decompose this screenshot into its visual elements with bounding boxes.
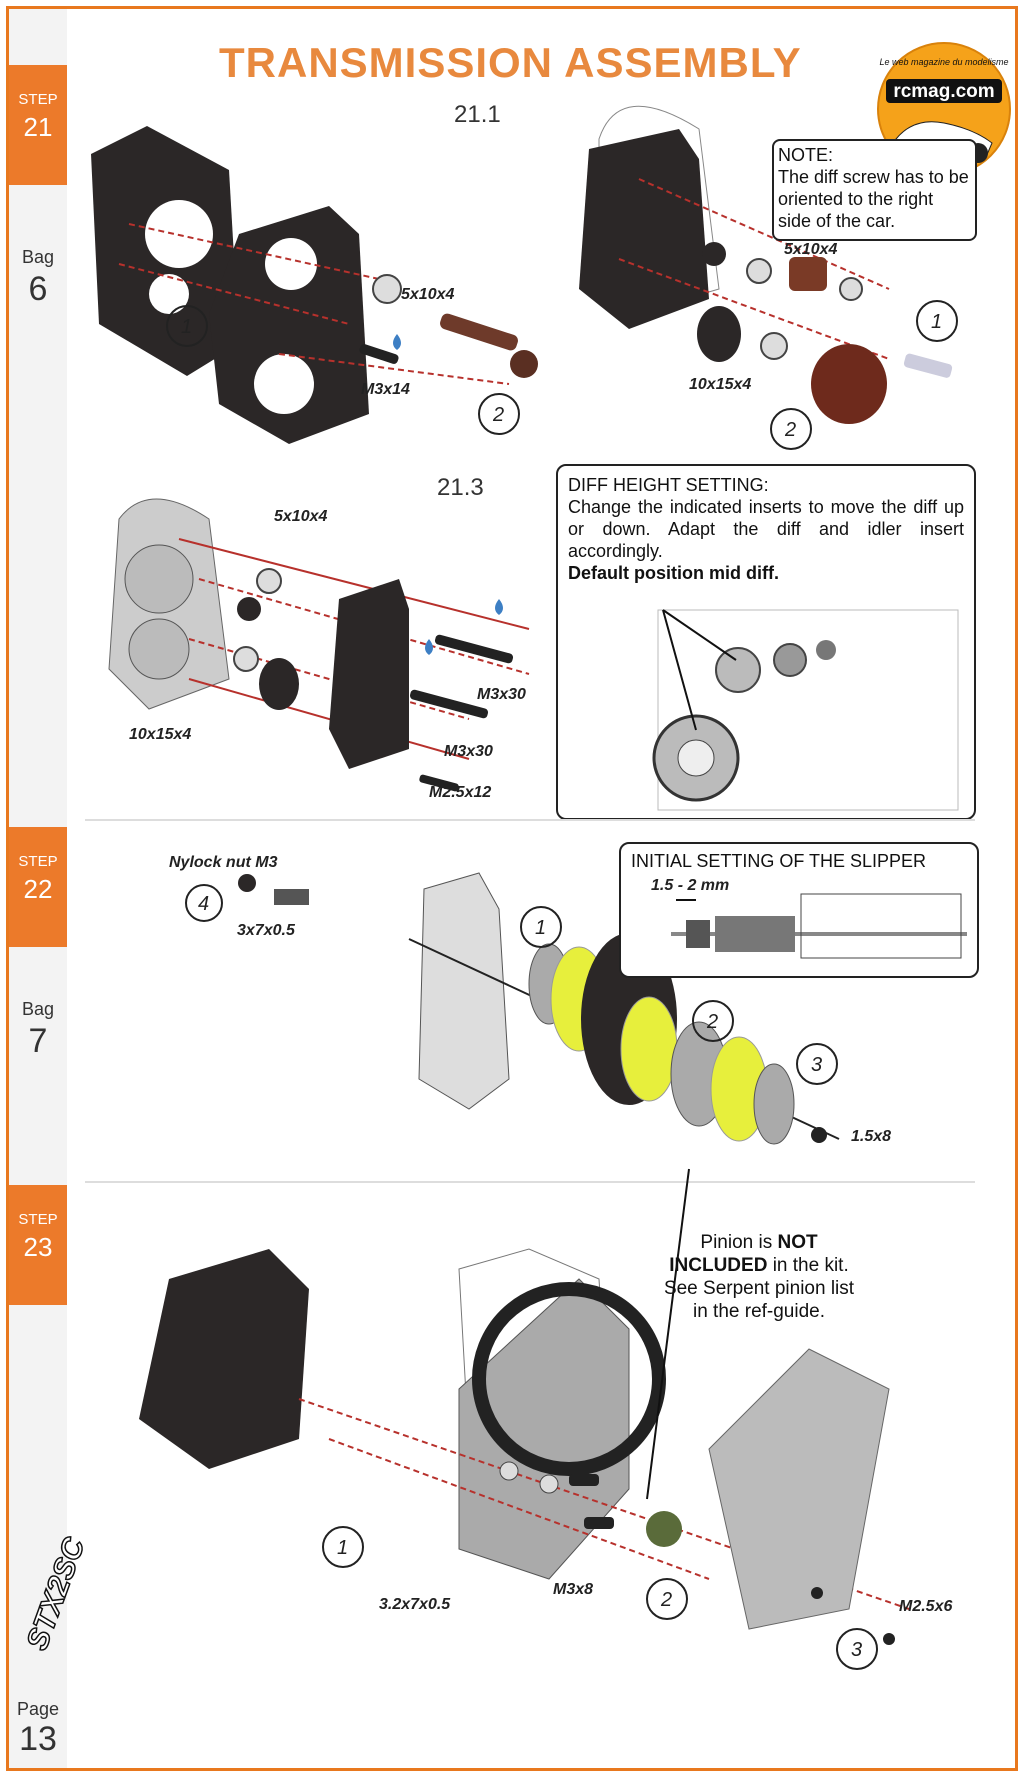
- slipper-pad: [620, 996, 678, 1102]
- bag-7-label: Bag 7: [9, 999, 67, 1061]
- nut-label: Nylock nut M3: [169, 854, 278, 871]
- screw-label-2: M3x30: [444, 743, 493, 760]
- screw-label-3: M2.5x12: [429, 784, 491, 801]
- divider: [85, 819, 975, 821]
- diagram-22: Nylock nut M3 3x7x0.5 4 1 2 3 1.5x8: [169, 854, 891, 1145]
- diff-screw: [903, 353, 953, 378]
- bearing-label: 5x10x4: [274, 508, 327, 525]
- pinion-note-post: in the kit. See Serpent pinion list in t…: [663, 1255, 855, 1322]
- callout-1: 1: [337, 1537, 348, 1559]
- brand-text: STX2SC: [21, 1532, 92, 1654]
- page-label: Page: [16, 1699, 60, 1719]
- manual-page: STEP 21 Bag 6 STEP 22 Bag 7 STEP 23 STX2…: [6, 6, 1018, 1771]
- step-label: STEP: [18, 1211, 58, 1228]
- screw-label: 1.5x8: [851, 1128, 891, 1145]
- bag-6-label: Bag 6: [9, 247, 67, 309]
- note-box: NOTE: The diff screw has to be oriented …: [772, 139, 977, 241]
- diff-height-diagram: [652, 609, 959, 811]
- screw-label: M3x8: [553, 1581, 593, 1598]
- pinion-gear: [510, 350, 538, 378]
- bearing-label: 5x10x4: [401, 286, 454, 303]
- diagram-23: 1 2 3 3.2x7x0.5 M3x8 M2.5x6: [139, 1168, 952, 1670]
- screw-label-2: M2.5x6: [899, 1598, 952, 1615]
- gearbox-case: [209, 206, 369, 444]
- oil-drop-icon: [425, 639, 433, 655]
- pinion-note-bold: NOT INCLUDED: [669, 1232, 818, 1276]
- gearbox-case-half: [329, 579, 409, 769]
- substep-21-1: 21.1: [454, 101, 501, 128]
- step-label: STEP: [18, 853, 58, 870]
- callout-3: 3: [811, 1054, 822, 1076]
- bearing-label-2: 10x15x4: [689, 376, 751, 393]
- motor: [139, 1249, 309, 1469]
- callout-1: 1: [181, 316, 192, 338]
- spring: [274, 889, 309, 905]
- slipper-title: INITIAL SETTING OF THE SLIPPER: [631, 851, 927, 871]
- page-num: 13: [19, 1720, 57, 1758]
- washer-label: 3.2x7x0.5: [379, 1596, 451, 1613]
- callout-1: 1: [535, 917, 546, 939]
- bag-label: Bag: [21, 247, 55, 267]
- divider: [85, 1181, 975, 1183]
- bag-number: 7: [28, 1022, 48, 1060]
- diff-default: Default position mid diff.: [568, 563, 779, 583]
- step-23-badge: STEP 23: [9, 1185, 67, 1305]
- diagram-21-2: 5x10x4 10x15x4 1 2: [579, 105, 958, 450]
- diff-heading: DIFF HEIGHT SETTING:: [568, 475, 769, 495]
- idler-gear: [789, 257, 827, 291]
- diagram-21-1: 5x10x4 M3x14 1 2: [91, 126, 538, 444]
- bearing: [372, 274, 402, 304]
- motor-plate: [418, 872, 510, 1110]
- logo-text: rcmag.com: [893, 81, 994, 102]
- step-22-badge: STEP 22: [9, 827, 67, 947]
- diagram-21-3: 5x10x4 10x15x4 M3x30 M3x30 M2.5x12: [108, 498, 530, 801]
- gearbox-case: [579, 129, 709, 329]
- step-21-badge: STEP 21: [9, 65, 67, 185]
- gap-label: 1.5 - 2 mm: [651, 877, 729, 894]
- step-number: 22: [23, 874, 53, 904]
- callout-4: 4: [198, 893, 209, 915]
- pinion-note: Pinion is NOT INCLUDED in the kit. See S…: [659, 1231, 859, 1323]
- logo-tagline: Le web magazine du modelisme: [879, 57, 1008, 67]
- step-label: STEP: [18, 91, 58, 108]
- page-number: Page 13: [9, 1699, 67, 1759]
- callout-2: 2: [784, 419, 796, 441]
- gear-cover: [708, 1348, 890, 1630]
- pinion-note-pre: Pinion is: [700, 1232, 778, 1253]
- pinion-gear: [646, 1511, 682, 1547]
- screw-label-1: M3x30: [477, 686, 526, 703]
- shaft: [440, 313, 518, 351]
- page-title: TRANSMISSION ASSEMBLY: [219, 39, 802, 86]
- motor-plate: [458, 1278, 630, 1580]
- diff-gear: [811, 344, 887, 424]
- substep-21-3: 21.3: [437, 474, 484, 501]
- spring-label: 3x7x0.5: [237, 922, 296, 939]
- step-number: 23: [23, 1232, 53, 1262]
- diff-height-box: DIFF HEIGHT SETTING: Change the indicate…: [556, 464, 976, 820]
- screw-label: M3x14: [361, 381, 410, 398]
- screw: [359, 344, 399, 364]
- slipper-setting-box: INITIAL SETTING OF THE SLIPPER 1.5 - 2 m…: [619, 842, 979, 978]
- callout-2: 2: [706, 1011, 718, 1033]
- oil-drop-icon: [495, 599, 503, 615]
- slipper-diagram: 1.5 - 2 mm: [651, 877, 967, 959]
- callout-1: 1: [931, 311, 942, 333]
- diff-body: Change the indicated inserts to move the…: [568, 497, 964, 561]
- bearing-label-2: 10x15x4: [129, 726, 191, 743]
- brand-logo: STX2SC: [20, 1531, 93, 1655]
- spur-gear: [472, 1282, 666, 1476]
- bag-number: 6: [28, 270, 48, 308]
- step-number: 21: [23, 112, 53, 142]
- callout-2: 2: [660, 1589, 672, 1611]
- bag-label: Bag: [21, 999, 55, 1019]
- callout-2: 2: [492, 404, 504, 426]
- bearing-label: 5x10x4: [784, 241, 837, 258]
- spring: [715, 916, 795, 952]
- note-body: The diff screw has to be oriented to the…: [778, 167, 969, 231]
- callout-3: 3: [851, 1639, 862, 1661]
- oil-drop-icon: [393, 334, 401, 350]
- note-title: NOTE:: [778, 145, 834, 165]
